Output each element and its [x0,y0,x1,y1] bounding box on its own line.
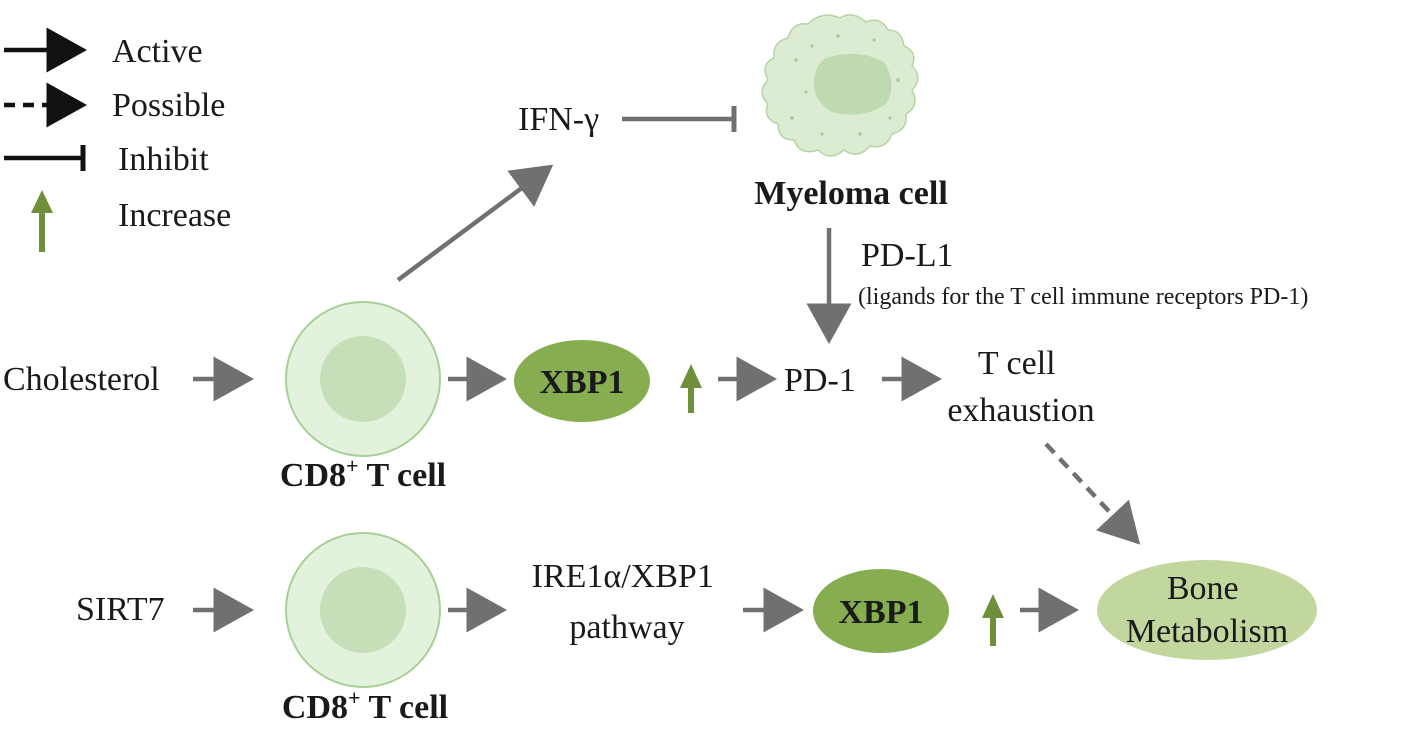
increase-arrow-bottom-icon [982,594,1004,646]
legend-increase-label: Increase [118,197,231,234]
pdl1-note: (ligands for the T cell immune receptors… [858,284,1308,310]
ifn-gamma-label: IFN-γ [518,101,599,138]
increase-arrow-top-icon [680,364,702,413]
cd8-t-cell-top-label: CD8+ T cell [280,453,446,494]
xbp1-bottom-label: XBP1 [839,594,924,631]
legend-increase-arrow [31,190,53,252]
xbp1-bottom-node: XBP1 [813,569,949,653]
legend: Active Possible Inhibit Increase [4,27,231,252]
xbp1-top-node: XBP1 [514,340,650,422]
exhaustion-to-bone-dashed-arrow [1044,442,1141,545]
cd8-to-ifn-arrow [396,164,554,282]
legend-possible-label: Possible [112,87,225,124]
pdl1-label: PD-L1 [861,237,954,274]
pd1-label: PD-1 [784,362,856,399]
cd8-t-cell-bottom-icon [285,532,441,688]
cd8-t-cell-top-icon [285,301,441,457]
legend-inhibit-label: Inhibit [118,141,209,178]
xbp1-top-label: XBP1 [540,364,625,401]
cd8-t-cell-bottom-label: CD8+ T cell [282,685,448,726]
sirt7-label: SIRT7 [76,591,165,628]
t-cell-exhaustion-label: T cell exhaustion [947,345,1094,429]
bone-metabolism-node: Bone Metabolism [1097,560,1317,660]
ire1a-xbp1-pathway-label: IRE1α/XBP1 pathway [532,558,723,646]
myeloma-cell-label: Myeloma cell [754,175,948,212]
legend-active-label: Active [112,33,203,70]
bone-metabolism-label: Bone Metabolism [1126,570,1288,650]
myeloma-cell-icon [761,14,919,157]
cholesterol-label: Cholesterol [3,361,160,398]
